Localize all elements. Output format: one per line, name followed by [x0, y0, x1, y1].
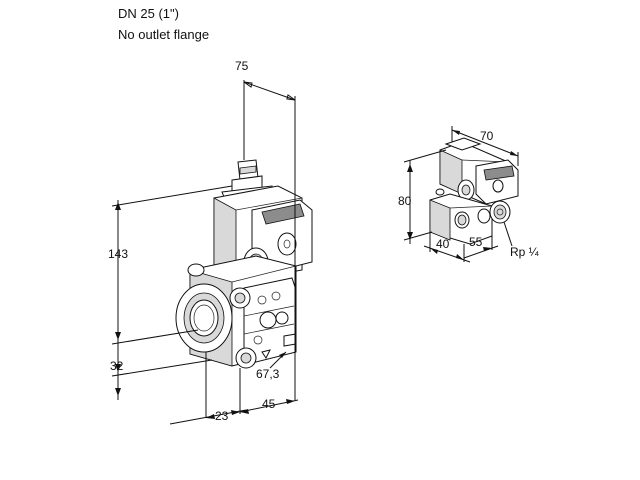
small-solenoid: [439, 137, 519, 205]
dim-depth-side: 45: [262, 397, 276, 411]
dim-offset: 67,3: [256, 367, 280, 381]
dim-depth-front: 23: [215, 409, 229, 423]
small-dimension-lines: [403, 126, 519, 263]
small-body: [429, 188, 511, 245]
dim-height-low: 32: [110, 359, 124, 373]
main-valve-drawing: 75 143 32 23 45 67,3: [108, 59, 313, 425]
header-note: No outlet flange: [118, 27, 210, 42]
dim-width-top: 75: [235, 59, 249, 73]
small-connection-label: Rp ¼: [510, 245, 540, 259]
small-dim-depth-a: 40: [436, 237, 450, 251]
small-dim-height: 80: [398, 194, 412, 208]
small-valve-drawing: 70 80 40 55 Rp ¼: [398, 126, 540, 263]
small-dim-width: 70: [480, 129, 494, 143]
small-dim-depth-b: 55: [469, 235, 483, 249]
header-size: DN 25 (1"): [118, 6, 179, 21]
main-dimension-lines: [111, 80, 299, 425]
dim-height-total: 143: [108, 247, 128, 261]
valve-body: [175, 255, 297, 369]
